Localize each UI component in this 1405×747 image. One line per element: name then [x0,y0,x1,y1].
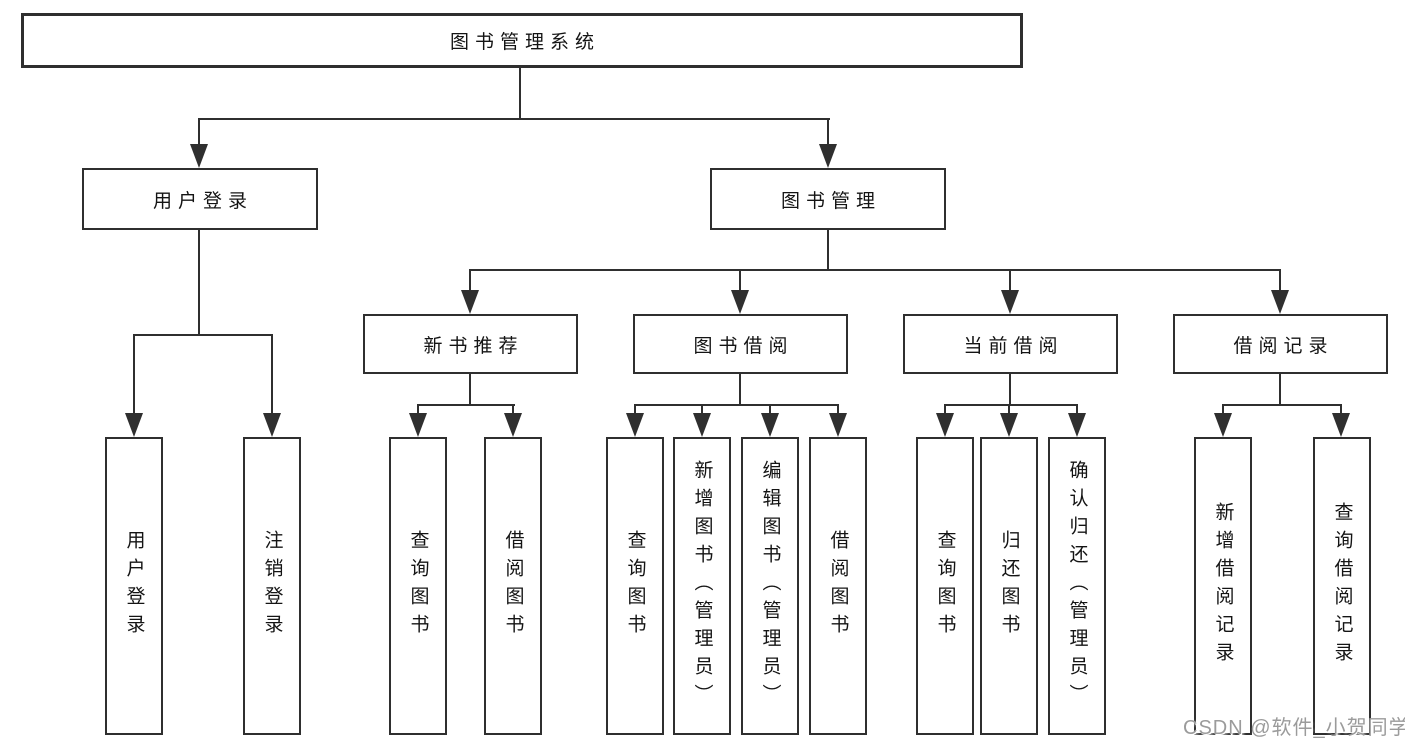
connector-vline [739,374,741,406]
arrow-down-icon [190,144,208,168]
leaf-borrow-books: 借阅图书 [484,437,542,735]
node-borrow-records-label: 借阅记录 [1233,335,1334,357]
arrow-down-icon [1214,413,1232,437]
node-current-borrowing-label: 当前借阅 [963,335,1064,357]
connector-vline [519,68,521,119]
arrow-down-icon [1068,413,1086,437]
connector-hline [469,269,1281,271]
connector-vline [1009,269,1011,293]
leaf-logout-label: 注销登录 [261,530,283,642]
node-borrow-records: 借阅记录 [1173,314,1388,374]
connector-vline [133,334,135,416]
leaf-confirm-return-admin-label: 确认归还（管理员） [1066,460,1088,712]
node-user-login-label: 用户登录 [152,190,253,212]
connector-vline [837,404,839,417]
node-book-management: 图书管理 [710,168,946,230]
arrow-down-icon [504,413,522,437]
arrow-down-icon [626,413,644,437]
arrow-down-icon [1000,413,1018,437]
arrow-down-icon [461,290,479,314]
leaf-query-books-label: 查询图书 [407,530,429,642]
connector-vline [1340,404,1342,417]
leaf-user-login-label: 用户登录 [123,530,145,642]
node-new-book-recommend: 新书推荐 [363,314,578,374]
connector-vline [701,404,703,417]
leaf-query-borrow-record: 查询借阅记录 [1313,437,1371,735]
leaf-query-books: 查询图书 [916,437,974,735]
connector-vline [634,404,636,417]
leaf-logout: 注销登录 [243,437,301,735]
arrow-down-icon [1001,290,1019,314]
arrow-down-icon [1271,290,1289,314]
leaf-query-books-label: 查询图书 [934,530,956,642]
leaf-add-books-admin: 新增图书（管理员） [673,437,731,735]
arrow-down-icon [731,290,749,314]
connector-vline [827,230,829,271]
connector-hline [133,334,273,336]
connector-vline [1009,374,1011,406]
node-book-management-label: 图书管理 [780,190,881,212]
connector-vline [198,118,200,148]
arrow-down-icon [761,413,779,437]
connector-vline [469,269,471,293]
leaf-borrow-books-label: 借阅图书 [502,530,524,642]
arrow-down-icon [936,413,954,437]
leaf-edit-books-admin: 编辑图书（管理员） [741,437,799,735]
node-root-label: 图书管理系统 [449,32,600,53]
node-current-borrowing: 当前借阅 [903,314,1118,374]
connector-vline [469,374,471,406]
connector-hline [634,404,839,406]
connector-hline [944,404,1078,406]
leaf-confirm-return-admin: 确认归还（管理员） [1048,437,1106,735]
leaf-add-borrow-record: 新增借阅记录 [1194,437,1252,735]
connector-vline [1279,374,1281,406]
connector-vline [827,118,829,148]
connector-vline [1076,404,1078,417]
connector-vline [417,404,419,417]
leaf-return-books-label: 归还图书 [998,530,1020,642]
leaf-edit-books-admin-label: 编辑图书（管理员） [759,460,781,712]
arrow-down-icon [693,413,711,437]
csdn-watermark: CSDN @软件_小贺同学 [1183,717,1405,739]
connector-vline [198,230,200,336]
leaf-query-books: 查询图书 [389,437,447,735]
leaf-query-books-label: 查询图书 [624,530,646,642]
arrow-down-icon [263,413,281,437]
leaf-borrow-books-label: 借阅图书 [827,530,849,642]
arrow-down-icon [1332,413,1350,437]
node-new-book-recommend-label: 新书推荐 [423,335,524,357]
node-book-borrowing: 图书借阅 [633,314,848,374]
node-user-login: 用户登录 [82,168,318,230]
connector-vline [512,404,514,417]
node-book-borrowing-label: 图书借阅 [693,335,794,357]
leaf-borrow-books: 借阅图书 [809,437,867,735]
connector-vline [769,404,771,417]
arrow-down-icon [409,413,427,437]
connector-vline [739,269,741,293]
connector-hline [417,404,515,406]
connector-hline [1222,404,1342,406]
arrow-down-icon [125,413,143,437]
connector-hline [198,118,830,120]
leaf-query-borrow-record-label: 查询借阅记录 [1331,502,1353,670]
connector-vline [1008,404,1010,417]
connector-vline [271,334,273,416]
arrow-down-icon [829,413,847,437]
arrow-down-icon [819,144,837,168]
connector-vline [1222,404,1224,417]
leaf-add-borrow-record-label: 新增借阅记录 [1212,502,1234,670]
connector-vline [1279,269,1281,293]
connector-vline [944,404,946,417]
leaf-add-books-admin-label: 新增图书（管理员） [691,460,713,712]
node-root: 图书管理系统 [21,13,1023,68]
leaf-user-login: 用户登录 [105,437,163,735]
leaf-query-books: 查询图书 [606,437,664,735]
leaf-return-books: 归还图书 [980,437,1038,735]
